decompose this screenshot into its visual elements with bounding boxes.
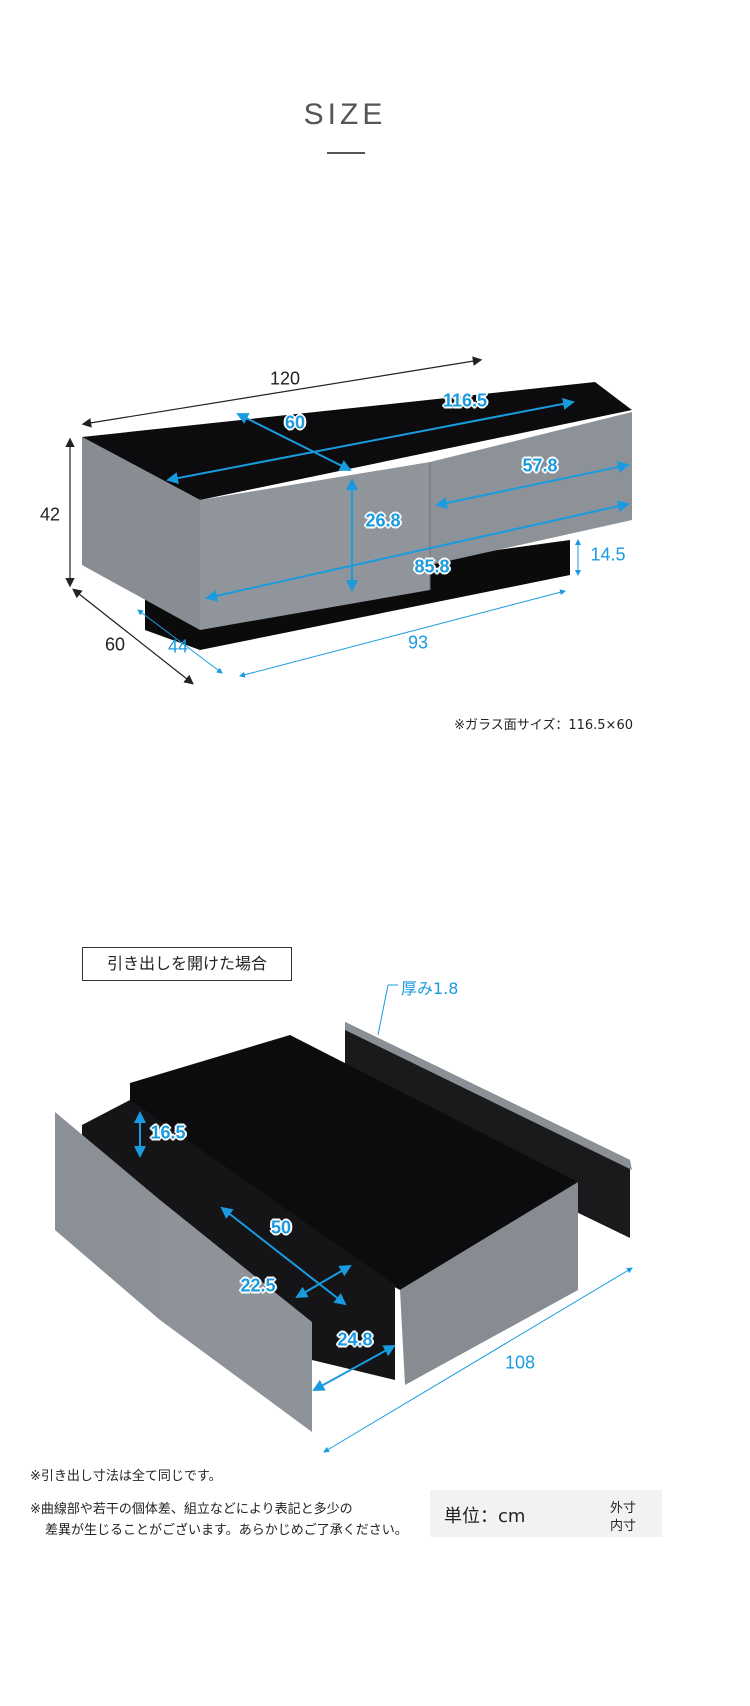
dim-drawer-depth-h: 16.5 <box>150 1122 186 1143</box>
glass-top-open <box>130 1035 578 1290</box>
drawer-front-right <box>160 1200 312 1432</box>
table-closed-illustration <box>82 382 632 650</box>
thickness-label: 厚み1.8 <box>401 979 459 998</box>
dim-glass-width: 116.5 <box>442 390 488 411</box>
legend-outer: 外寸 <box>610 1501 637 1516</box>
glass-size-note: ※ガラス面サイズ：116.5×60 <box>454 718 633 733</box>
dim-outer-depth: 60 <box>104 634 126 655</box>
dim-drawer-inner-length: 50 <box>270 1217 292 1238</box>
dim-outer-height: 42 <box>39 504 61 525</box>
dim-front-width: 85.8 <box>414 556 450 577</box>
left-side-panel <box>82 437 200 630</box>
dim-drawer-right-width: 57.8 <box>522 455 558 476</box>
dim-base-height: 14.5 <box>590 544 626 565</box>
unit-legend: 単位：cm 外寸 内寸 <box>430 1490 662 1537</box>
footnote-variance-1: ※曲線部や若干の個体差、組立などにより表記と多少の <box>30 1502 353 1517</box>
section-title: SIZE <box>303 98 387 131</box>
dim-base-depth: 44 <box>167 636 189 657</box>
dim-open-depth: 108 <box>504 1352 536 1373</box>
dim-drawer-inner-width: 22.5 <box>240 1275 276 1296</box>
inner-dimension-lines <box>166 397 630 602</box>
dim-glass-depth: 60 <box>284 412 306 433</box>
footnote-variance-2: 差異が生じることがございます。あらかじめご了承ください。 <box>45 1523 408 1538</box>
legend-inner: 内寸 <box>610 1519 637 1534</box>
unit-label: 単位：cm <box>444 1506 526 1527</box>
dim-outer-width: 120 <box>269 368 301 389</box>
drawer-front-left <box>55 1112 160 1320</box>
open-drawer-caption: 引き出しを開けた場合 <box>82 947 292 981</box>
footnote-drawer: ※引き出し寸法は全て同じです。 <box>30 1469 222 1484</box>
dim-drawer-inner-height: 24.8 <box>337 1329 373 1350</box>
table-open-illustration <box>55 984 632 1432</box>
dim-base-width: 93 <box>407 632 429 653</box>
dim-drawer-height: 26.8 <box>365 510 401 531</box>
title-underline <box>327 152 365 154</box>
